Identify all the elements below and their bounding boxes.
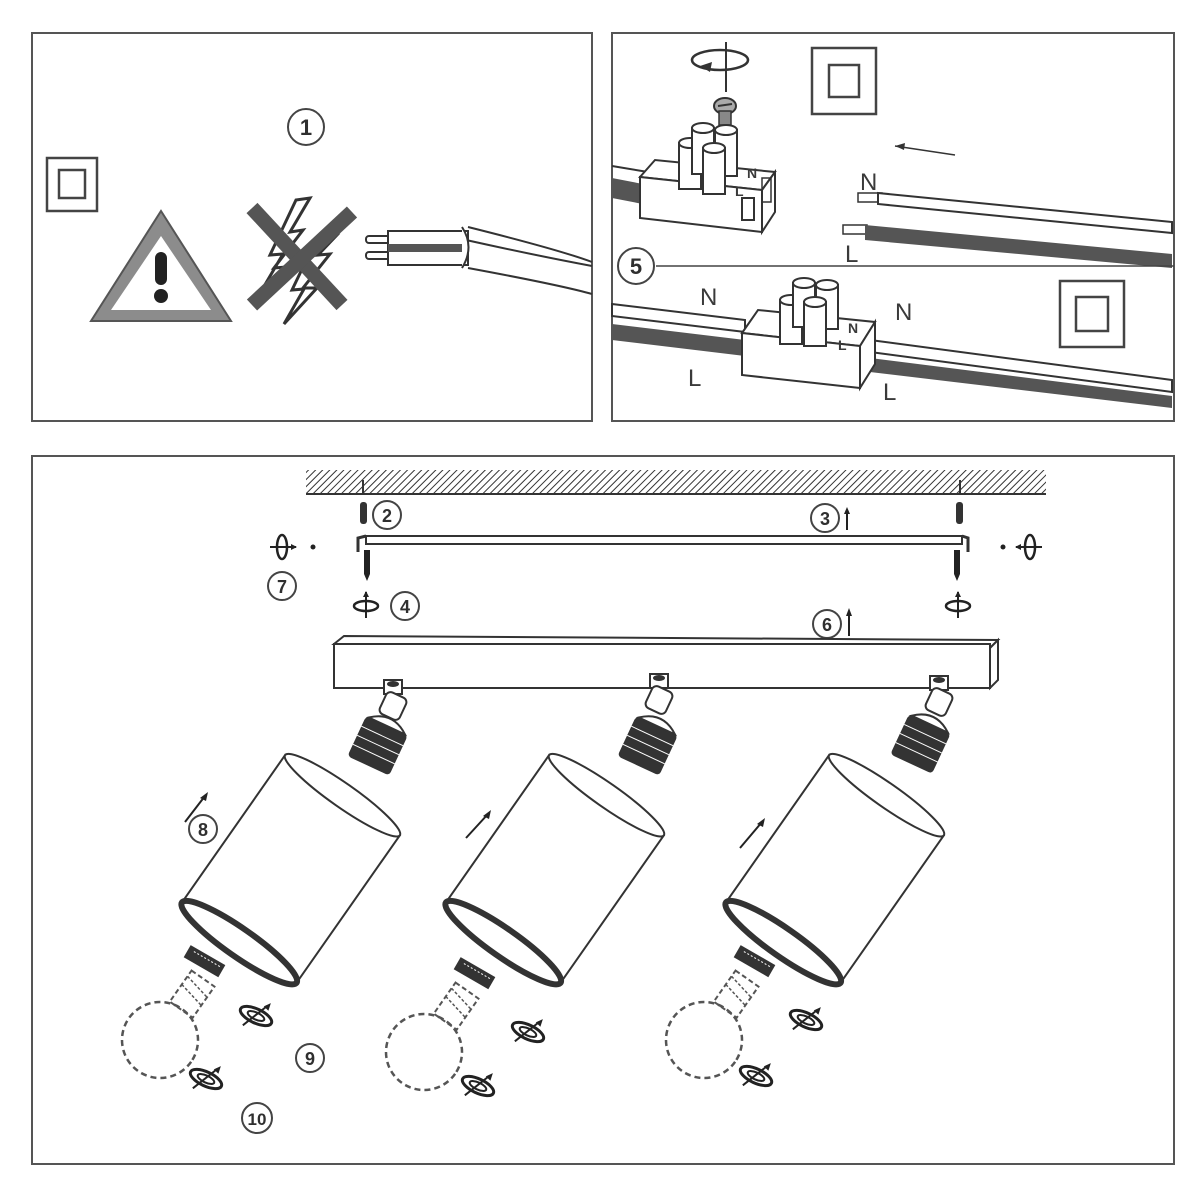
double-insulation-icon (45, 156, 99, 213)
svg-text:N: N (747, 165, 757, 181)
insert-arrow-icon (894, 143, 956, 156)
screw-right (954, 550, 960, 581)
screw-left (364, 550, 370, 581)
ring-plate (453, 957, 496, 990)
panel-safety: 1 (31, 32, 593, 422)
svg-text:N: N (700, 284, 717, 311)
double-insulation-icon (810, 46, 878, 116)
rotate-arrow-icon (505, 1007, 553, 1054)
mounting-bracket (356, 534, 970, 552)
no-voltage-icon (246, 196, 358, 326)
rotate-arrow-icon (944, 589, 972, 620)
terminal-block-bottom: N L (740, 277, 877, 392)
svg-text:2: 2 (382, 506, 392, 526)
svg-text:4: 4 (400, 597, 410, 617)
rotate-arrow-icon (233, 991, 281, 1038)
ring-plate (183, 945, 226, 978)
svg-text:L: L (883, 379, 896, 406)
svg-text:5: 5 (630, 254, 642, 279)
cable-right-top: N L (842, 169, 1173, 268)
spotlight-center (442, 673, 678, 988)
rotate-arrow-icon (352, 589, 380, 620)
svg-text:N: N (848, 320, 858, 336)
step-10-marker: 10 (241, 1102, 273, 1134)
svg-text:10: 10 (248, 1110, 267, 1129)
svg-text:L: L (688, 365, 701, 392)
ceiling (306, 470, 1046, 495)
panel-wiring: N L N L 5 N L N (611, 32, 1175, 422)
power-cable (365, 226, 593, 295)
svg-text:1: 1 (300, 115, 312, 140)
ring-plate (733, 945, 776, 978)
step-2-marker: 2 (372, 500, 402, 530)
svg-text:9: 9 (305, 1049, 315, 1069)
terminal-block-top: N L (637, 122, 777, 236)
svg-text:3: 3 (820, 509, 830, 529)
spotlight-left (178, 679, 408, 988)
rotate-arrow-icon (268, 533, 299, 561)
step-9-marker: 9 (295, 1043, 325, 1073)
svg-text:N: N (860, 169, 877, 196)
terminal-screw (713, 97, 737, 126)
step-8-marker: 8 (184, 792, 218, 844)
warning-triangle-icon (89, 209, 233, 322)
wall-plug-left (360, 480, 367, 524)
step-5-marker: 5 (617, 247, 1174, 285)
cable-bottom-left: N L (611, 284, 746, 392)
svg-text:L: L (845, 241, 858, 268)
spotlight-right (722, 675, 954, 988)
step-4-marker: 4 (390, 591, 420, 621)
step-6-marker: 6 (812, 608, 852, 639)
step-1-marker: 1 (287, 108, 325, 146)
svg-text:8: 8 (198, 820, 208, 840)
rotate-arrow-icon (690, 42, 750, 92)
svg-text:L: L (735, 183, 744, 199)
step-7-marker: 7 (267, 571, 297, 601)
rotate-arrow-icon (455, 1061, 503, 1108)
panel-assembly: 2 3 4 7 6 (31, 455, 1175, 1165)
step-3-marker: 3 (810, 503, 850, 533)
rotate-arrow-icon (1013, 533, 1044, 561)
light-bulb-icon (120, 969, 216, 1080)
rotate-arrow-icon (733, 1051, 781, 1098)
svg-text:6: 6 (822, 615, 832, 635)
svg-text:7: 7 (277, 577, 287, 597)
rotate-arrow-icon (783, 995, 831, 1042)
svg-text:L: L (838, 337, 847, 353)
cable-bottom-right: N L (869, 299, 1173, 408)
double-insulation-icon (1058, 279, 1126, 349)
wall-plug-right (956, 480, 963, 524)
svg-text:N: N (895, 299, 912, 326)
